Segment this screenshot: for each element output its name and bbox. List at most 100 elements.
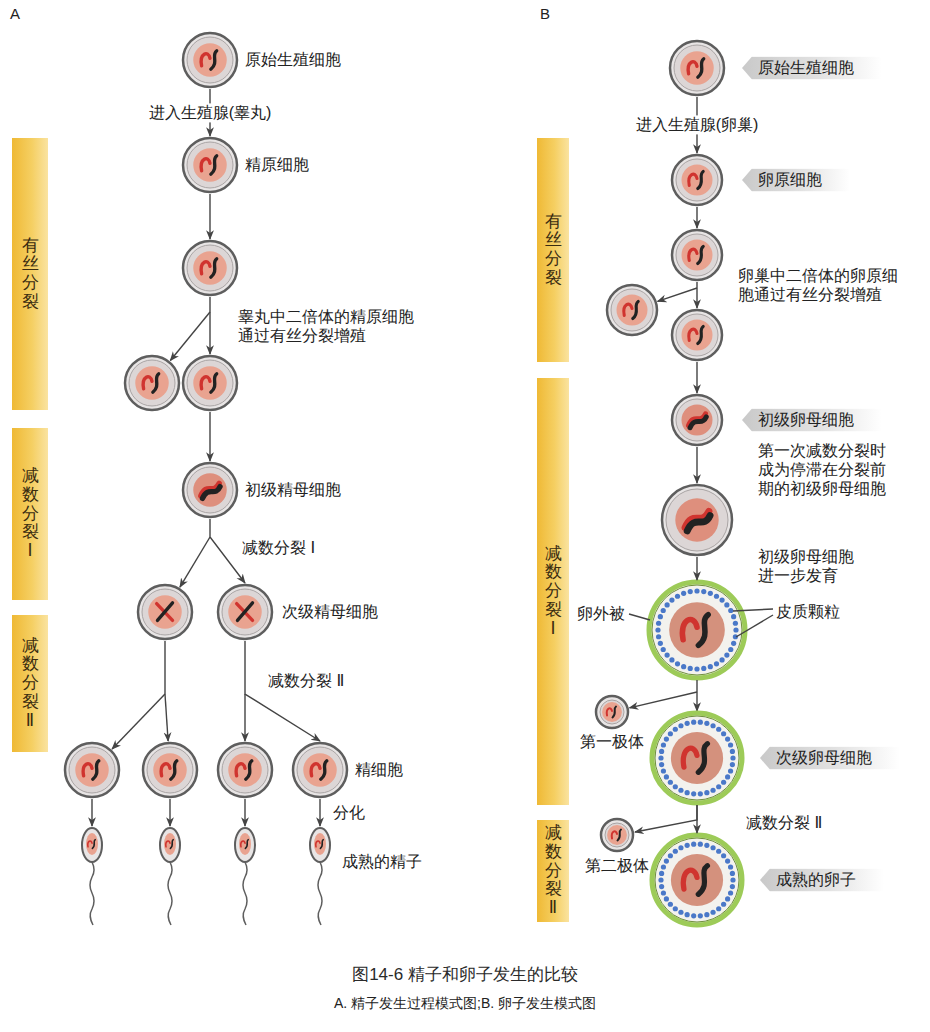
leader-line <box>736 615 773 637</box>
chromosome <box>612 707 615 718</box>
nucleus <box>193 251 226 284</box>
leader-line <box>629 614 650 620</box>
chromosome <box>689 329 697 340</box>
cortical-granule <box>688 666 693 671</box>
cell-label: 成熟的卵子 <box>760 868 884 891</box>
cortical-granule <box>719 657 724 662</box>
nucleus <box>602 702 622 722</box>
chromosome <box>241 841 245 847</box>
cell-label: 次级卵母细胞 <box>760 746 900 769</box>
cortical-granule <box>730 884 735 889</box>
cell-membrane <box>293 743 347 797</box>
cell-label: 次级精母细胞 <box>282 602 378 621</box>
cortical-granule <box>724 652 729 657</box>
panel-letter: B <box>540 5 550 23</box>
cortical-granule <box>728 890 733 895</box>
cortical-granule <box>665 652 670 657</box>
chromosome <box>698 326 703 343</box>
chromosome <box>246 761 252 779</box>
cell-drawing <box>218 743 272 797</box>
egg-membrane <box>652 585 742 675</box>
cortical-granule <box>704 790 709 795</box>
nucleus <box>193 148 226 181</box>
cortical-granule <box>714 661 719 666</box>
chromosome <box>170 840 173 849</box>
arrow-line <box>169 799 170 826</box>
nucleus <box>314 833 326 855</box>
chromosome <box>157 603 172 621</box>
stage-band: 减数分裂Ⅰ <box>12 428 48 600</box>
cell-label: 成熟的精子 <box>342 852 422 871</box>
cortical-granule <box>721 731 726 736</box>
cortical-granule <box>668 853 673 858</box>
cortical-granule <box>655 627 660 632</box>
band-title: 有丝分裂 <box>545 213 562 288</box>
cell-membrane <box>218 743 272 797</box>
cortical-granule <box>694 588 699 593</box>
cortical-granule <box>698 720 703 725</box>
stage-band: 减数分裂Ⅰ <box>537 378 569 805</box>
cortical-granule <box>659 884 664 889</box>
cortical-granule <box>698 791 703 796</box>
cell-drawing <box>183 463 237 517</box>
nucleus <box>239 833 251 855</box>
chromosome <box>237 604 253 621</box>
connector <box>209 194 210 239</box>
cortical-granule <box>721 853 726 858</box>
cortical-granule <box>724 602 729 607</box>
cell: 成熟的卵子 <box>652 835 742 925</box>
cortical-granule <box>708 664 713 669</box>
chromosome <box>607 708 612 715</box>
cortical-granule <box>714 594 719 599</box>
cortical-granule <box>716 784 721 789</box>
stage-band: 有丝分裂 <box>12 138 48 410</box>
cortical-granule <box>701 589 706 594</box>
cytoplasm <box>129 360 175 406</box>
chromosome <box>698 59 704 77</box>
cell-membrane <box>672 310 722 360</box>
sperm-drawing <box>235 828 255 925</box>
cell-drawing <box>596 696 628 728</box>
stage-band: 有丝分裂 <box>537 138 569 362</box>
cortical-granule <box>731 614 736 619</box>
cortical-granule <box>673 727 678 732</box>
cortical-granule <box>710 910 715 915</box>
chromosome <box>690 417 706 428</box>
chromosome <box>698 171 703 188</box>
arrow-line <box>696 680 697 711</box>
nucleus <box>682 320 713 351</box>
cell-membrane <box>672 395 722 445</box>
cell-drawing <box>601 819 633 851</box>
cytoplasm <box>666 489 728 551</box>
cortical-granule <box>678 845 683 850</box>
chromosome <box>211 259 217 277</box>
cell-drawing <box>652 713 742 803</box>
cortical-granule <box>710 845 715 850</box>
cell-membrane <box>183 463 237 517</box>
cell-drawing <box>125 356 179 410</box>
cytoplasm <box>222 747 268 793</box>
cell-label: 第二极体 <box>585 856 649 875</box>
chromosome <box>698 246 703 263</box>
cortical-granule <box>691 913 696 918</box>
connector <box>696 805 697 833</box>
cell-drawing <box>183 356 237 410</box>
sperm-head <box>235 828 255 862</box>
arrow-line <box>630 692 697 708</box>
cortical-granule <box>659 871 664 876</box>
nucleus <box>682 240 713 271</box>
cytoplasm <box>187 37 233 83</box>
cell-label: 原始生殖细胞 <box>742 56 882 79</box>
band-title: 有丝分裂 <box>22 237 39 312</box>
cortical-granule <box>701 666 706 671</box>
caption-note: A. 精子发生过程模式图;B. 卵子发生模式图 <box>334 995 596 1012</box>
cell-drawing <box>607 285 657 335</box>
cell-label: 精细胞 <box>355 760 403 779</box>
cortical-granule <box>725 896 730 901</box>
chromosome <box>682 620 697 640</box>
chromosome <box>321 761 327 779</box>
cortical-granule <box>665 602 670 607</box>
egg-membrane <box>655 716 739 800</box>
arrow-line <box>696 282 697 308</box>
